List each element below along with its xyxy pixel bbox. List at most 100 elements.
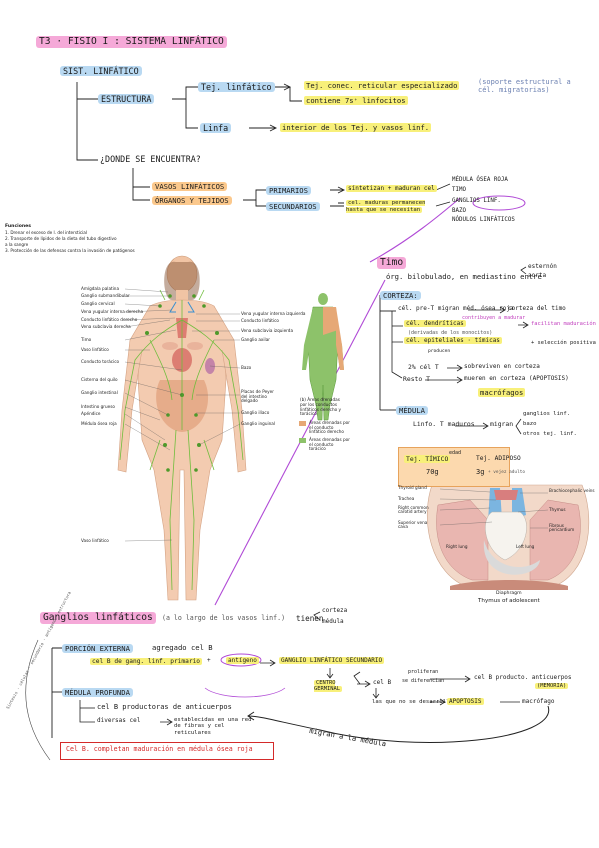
- profunda-b-cells: cel B productoras de anticuerpos: [97, 703, 232, 711]
- functions-heading: Funciones: [5, 224, 32, 229]
- functions-line: 3. Protección de las defensas contra la …: [5, 248, 135, 253]
- organ-item: BAZO: [452, 208, 466, 214]
- figure-label: Conducto linfático derecho: [81, 317, 138, 322]
- proliferan-label: proliferan: [408, 669, 439, 675]
- figure-label: Vena yugular interna derecha: [81, 309, 144, 314]
- organ-item: NÓDULOS LINFÁTICOS: [452, 217, 515, 223]
- medula-profunda: MÉDULA PROFUNDA: [62, 688, 133, 698]
- thorax-label: Right common carotid artery: [398, 505, 429, 515]
- figure-label: Vena subclavia derecha: [81, 324, 131, 329]
- medula-label: MÉDULA: [396, 406, 428, 416]
- vasos-node: VASOS LINFÁTICOS: [152, 182, 228, 192]
- ganglios-tienen: tienen: [296, 614, 324, 623]
- resto-t: Resto T: [403, 375, 430, 383]
- figure-label: Vaso linfático: [81, 538, 109, 543]
- donde-question: ¿DONDE SE ENCUENTRA?: [100, 154, 201, 164]
- legend-item-thoracic: Áreas drenadas por el conducto torácico: [309, 437, 350, 452]
- no-desarrollan: las que no se desarrollan: [372, 699, 457, 705]
- resto-desc: mueren en corteza (APOPTOSIS): [464, 375, 569, 382]
- macrofagos-label: macrófagos: [478, 388, 526, 397]
- organ-item: GANGLIOS LINF.: [452, 198, 501, 204]
- figure-label: Vena yugular interna izquierda: [241, 311, 306, 316]
- thorax-label: Superior vena cava: [398, 520, 428, 530]
- target-item: ganglios linf.: [523, 411, 571, 417]
- thorax-label: Trachea: [398, 496, 415, 501]
- organ-item: TIMO: [452, 187, 466, 193]
- two-percent-desc: sobreviven en corteza: [464, 363, 540, 370]
- figure-label: Ganglio cervical: [81, 301, 115, 306]
- figure-label: Amígdala palatina: [81, 286, 120, 291]
- figure-label: Vena subclavia izquierda: [241, 328, 294, 333]
- diferencian-label: se diferencian: [402, 678, 445, 684]
- epithelial-cells: cél. epiteliales · tímicas: [404, 337, 502, 344]
- dendritic-cells: cél. dendríticas: [404, 320, 466, 327]
- estructura-node: ESTRUCTURA: [98, 94, 155, 105]
- tissue-label: Tej. TÍMICO: [404, 455, 451, 463]
- plus-sign: +: [207, 657, 211, 664]
- target-item: bazo: [523, 421, 537, 427]
- thorax-label: Thyroid gland: [398, 485, 427, 490]
- dendritic-note: (derivadas de los monocitos): [408, 330, 493, 336]
- centro-germinal: CENTRO GERMINAL: [314, 680, 342, 692]
- figure-label: Intestino grueso: [81, 404, 115, 409]
- pre-t-destination: corteza del timo: [508, 305, 566, 312]
- timo-brace-item: esternón: [528, 263, 557, 270]
- secundarios-node: SECUNDARIOS: [266, 202, 320, 212]
- functions-line: 2. Transporte de lípidos de la dieta del…: [5, 236, 117, 241]
- figure-label: Apéndice: [81, 411, 101, 416]
- primario-cells: cel B de gang. linf. primario: [90, 658, 203, 665]
- page-title: T3 · FISIO I : SISTEMA LINFÁTICO: [36, 36, 227, 48]
- tejido-node: Tej. linfático: [198, 82, 275, 93]
- primarios-node: PRIMARIOS: [266, 186, 311, 196]
- body-figure-illustration: [117, 255, 344, 601]
- diversas-description: establecidas en una red de fibras y cel …: [174, 717, 252, 736]
- memoria-label: (MEMORIA): [535, 683, 569, 689]
- ganglios-title: Ganglios linfáticos: [40, 612, 156, 624]
- secundarios-description: cel. maduras permanecen hasta que se nec…: [346, 200, 426, 213]
- timo-title: Timo: [377, 257, 407, 269]
- corteza-label: CORTEZA:: [380, 291, 421, 301]
- antigeno-label: antígeno: [226, 657, 259, 664]
- linfa-node: Linfa: [200, 123, 232, 134]
- thorax-label: Right lung: [446, 544, 468, 549]
- figure-label: Bazo: [241, 365, 252, 370]
- ganglios-brace-item: corteza: [322, 607, 348, 614]
- migran-label: migran: [490, 420, 514, 428]
- vejez-label: + vejez adulto: [488, 470, 526, 475]
- root-node: SIST. LINFÁTICO: [60, 66, 142, 77]
- organos-node: ÓRGANOS Y TEJIDOS: [152, 196, 232, 206]
- porcion-externa: PORCIÓN EXTERNA: [62, 644, 133, 654]
- thorax-illustration: [426, 484, 590, 590]
- figure-label: Conducto torácico: [81, 359, 120, 364]
- figure-label: Placas de Peyer del intestino delgado: [241, 389, 274, 404]
- thorax-caption: Diaphragm: [496, 591, 522, 596]
- organ-item: MÉDULA ÓSEA ROJA: [452, 177, 508, 183]
- tejido-description: Tej. conec. reticular especializado: [304, 81, 460, 90]
- pre-t-cells: cél. pre-T migran méd. ósea roja: [398, 305, 514, 312]
- timo-organ: órg. bilobulado, en mediastino entre: [386, 272, 542, 281]
- thorax-caption: Thymus of adolescent: [478, 598, 540, 604]
- target-item: otros tej. linf.: [523, 431, 577, 437]
- linfo-t-maduros: Linfo. T maduros: [413, 420, 475, 428]
- ganglios-note: (a lo largo de los vasos linf.): [162, 614, 286, 622]
- producen-label: producen: [428, 349, 451, 354]
- figure-label: Médula ósea roja: [81, 421, 117, 426]
- figure-label: Ganglio submandibular: [81, 293, 130, 298]
- thorax-label: Left lung: [516, 544, 535, 549]
- thorax-label: Brachiocephalic veins: [549, 488, 595, 493]
- tejido-contains: contiene 7s⁺ linfocitos: [304, 96, 408, 105]
- thorax-label: Fibrous pericardium: [549, 523, 575, 533]
- adiposo-label: Tej. ADIPOSO: [476, 455, 521, 462]
- figure-label: Ganglio inguinal: [241, 421, 276, 426]
- edad-label: edad: [449, 450, 462, 456]
- figure-label: Cisterna del quilo: [81, 377, 118, 382]
- figure-label: Vaso linfático: [81, 347, 109, 352]
- b-cell-maturation-text: Cel B. completan maduración en médula ós…: [66, 745, 253, 753]
- apoptosis-label: APOPTOSIS: [447, 698, 484, 705]
- b-cell-maturation-box: [60, 742, 274, 760]
- two-percent: 2% cél T: [408, 363, 439, 371]
- mass-from: 70g: [426, 468, 439, 476]
- mass-to: 3g: [476, 468, 485, 476]
- figure-label: Ganglio intestinal: [81, 390, 118, 395]
